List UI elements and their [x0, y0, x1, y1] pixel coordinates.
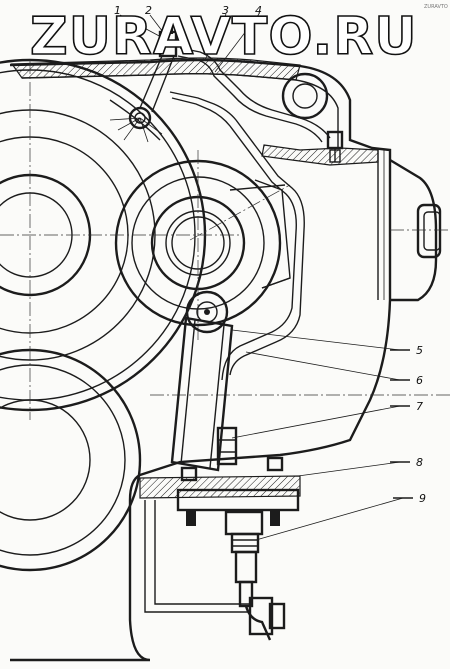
leader-lines	[119, 13, 413, 541]
watermark-text: ZURAVTO.RU	[30, 7, 417, 67]
callout-labels: 1 2 3 4 5 6 7 8 9	[114, 4, 426, 505]
corner-mark: ZURAVTO	[424, 4, 448, 10]
lower-gear	[0, 348, 142, 572]
callout-6: 6	[416, 374, 423, 387]
callout-9: 9	[419, 492, 426, 505]
mounting-flange	[139, 456, 301, 526]
oil-pump	[170, 290, 238, 472]
suction-pipe	[144, 500, 286, 636]
callout-5: 5	[416, 344, 423, 357]
oil-pipe	[169, 47, 344, 381]
suction-fitting	[224, 510, 272, 641]
callout-4: 4	[255, 4, 262, 17]
callout-8: 8	[416, 456, 423, 469]
callout-3: 3	[222, 4, 229, 17]
callout-2: 2	[145, 4, 152, 17]
pinion-assembly	[114, 159, 291, 327]
spray-nozzle	[109, 28, 178, 143]
callout-1: 1	[114, 4, 121, 17]
callout-7: 7	[416, 400, 423, 413]
